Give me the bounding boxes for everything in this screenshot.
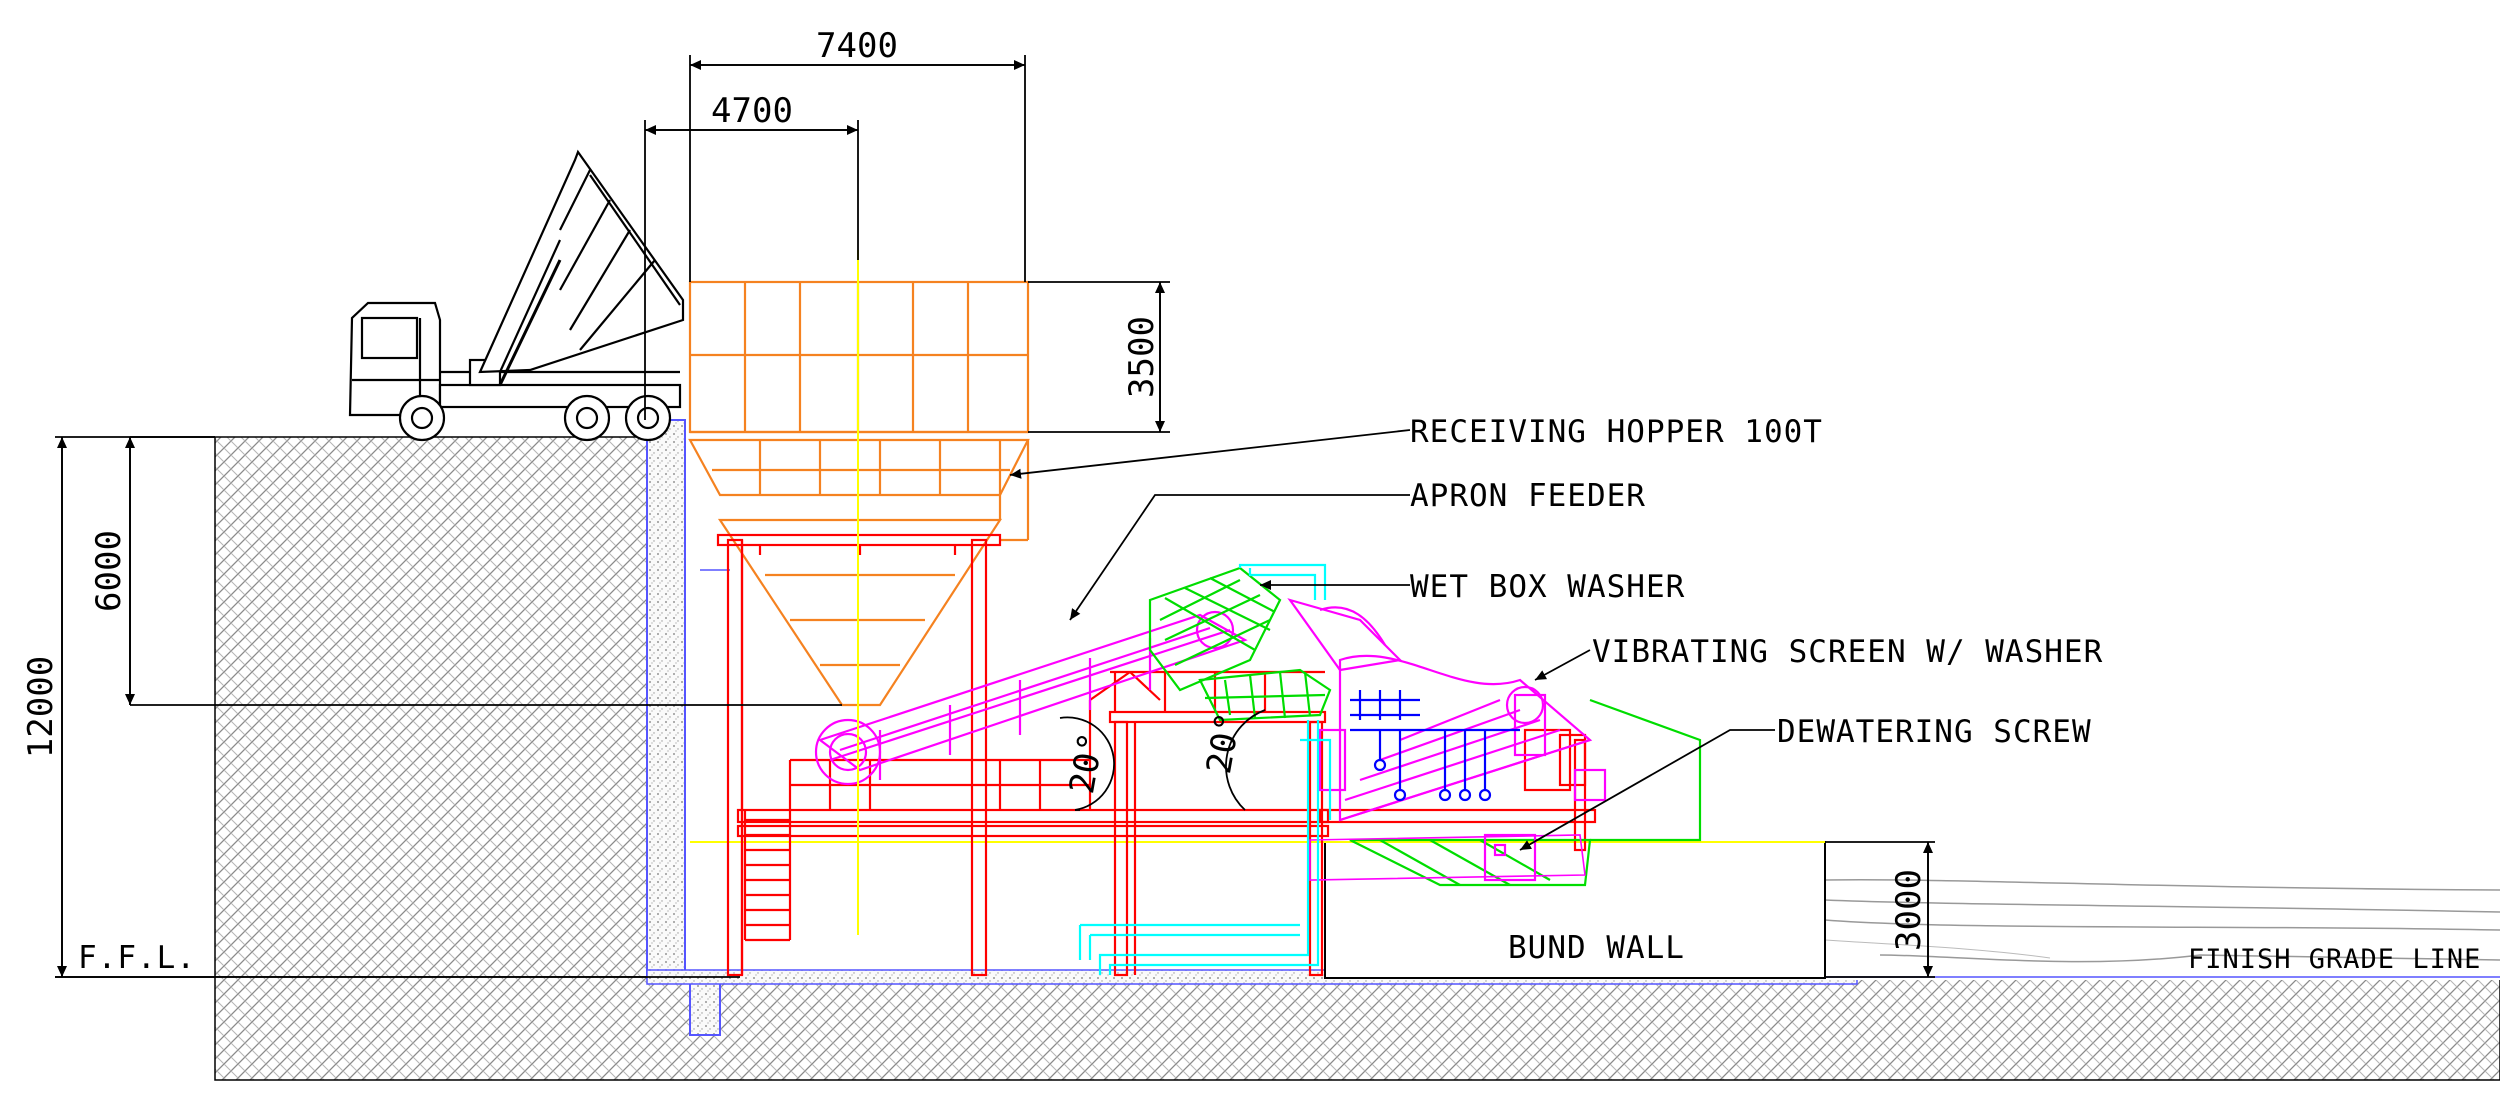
label-receiving-hopper: RECEIVING HOPPER 100T <box>1410 414 1823 450</box>
dim-upper-depth: 6000 <box>89 530 129 612</box>
dim-hopper-total-width: 7400 <box>816 26 898 66</box>
apron-feeder <box>814 610 1248 786</box>
dim-total-depth: 12000 <box>21 656 61 758</box>
label-vibrating-screen: VIBRATING SCREEN W/ WASHER <box>1592 634 2103 670</box>
dim-hopper-height: 3500 <box>1122 316 1162 398</box>
finish-grade-area <box>1824 878 2500 980</box>
steel-structure <box>716 533 1597 977</box>
angle-feeder: 20° <box>1062 729 1112 796</box>
label-apron-feeder: APRON FEEDER <box>1410 478 1646 514</box>
bund-wall <box>690 841 1826 979</box>
dim-hopper-offset: 4700 <box>711 91 793 131</box>
leader-lines <box>1009 429 1775 851</box>
water-piping <box>1078 563 1332 975</box>
vibrating-screen <box>1287 598 1607 882</box>
angle-washer: 20° <box>1199 709 1249 776</box>
label-ffl: F.F.L. <box>78 940 196 976</box>
dimension-lines <box>55 55 1935 978</box>
dim-bund-height: 3000 <box>1889 869 1929 951</box>
wet-box-washer <box>1148 566 1702 887</box>
label-finish-grade: FINISH GRADE LINE <box>2188 944 2481 975</box>
spray-nozzles <box>1350 690 1520 802</box>
dump-truck <box>348 149 685 442</box>
earth-fill <box>214 436 2500 1081</box>
label-bund-wall: BUND WALL <box>1508 930 1685 966</box>
label-dewatering-screw: DEWATERING SCREW <box>1777 714 2092 750</box>
label-wet-box-washer: WET BOX WASHER <box>1410 569 1685 605</box>
